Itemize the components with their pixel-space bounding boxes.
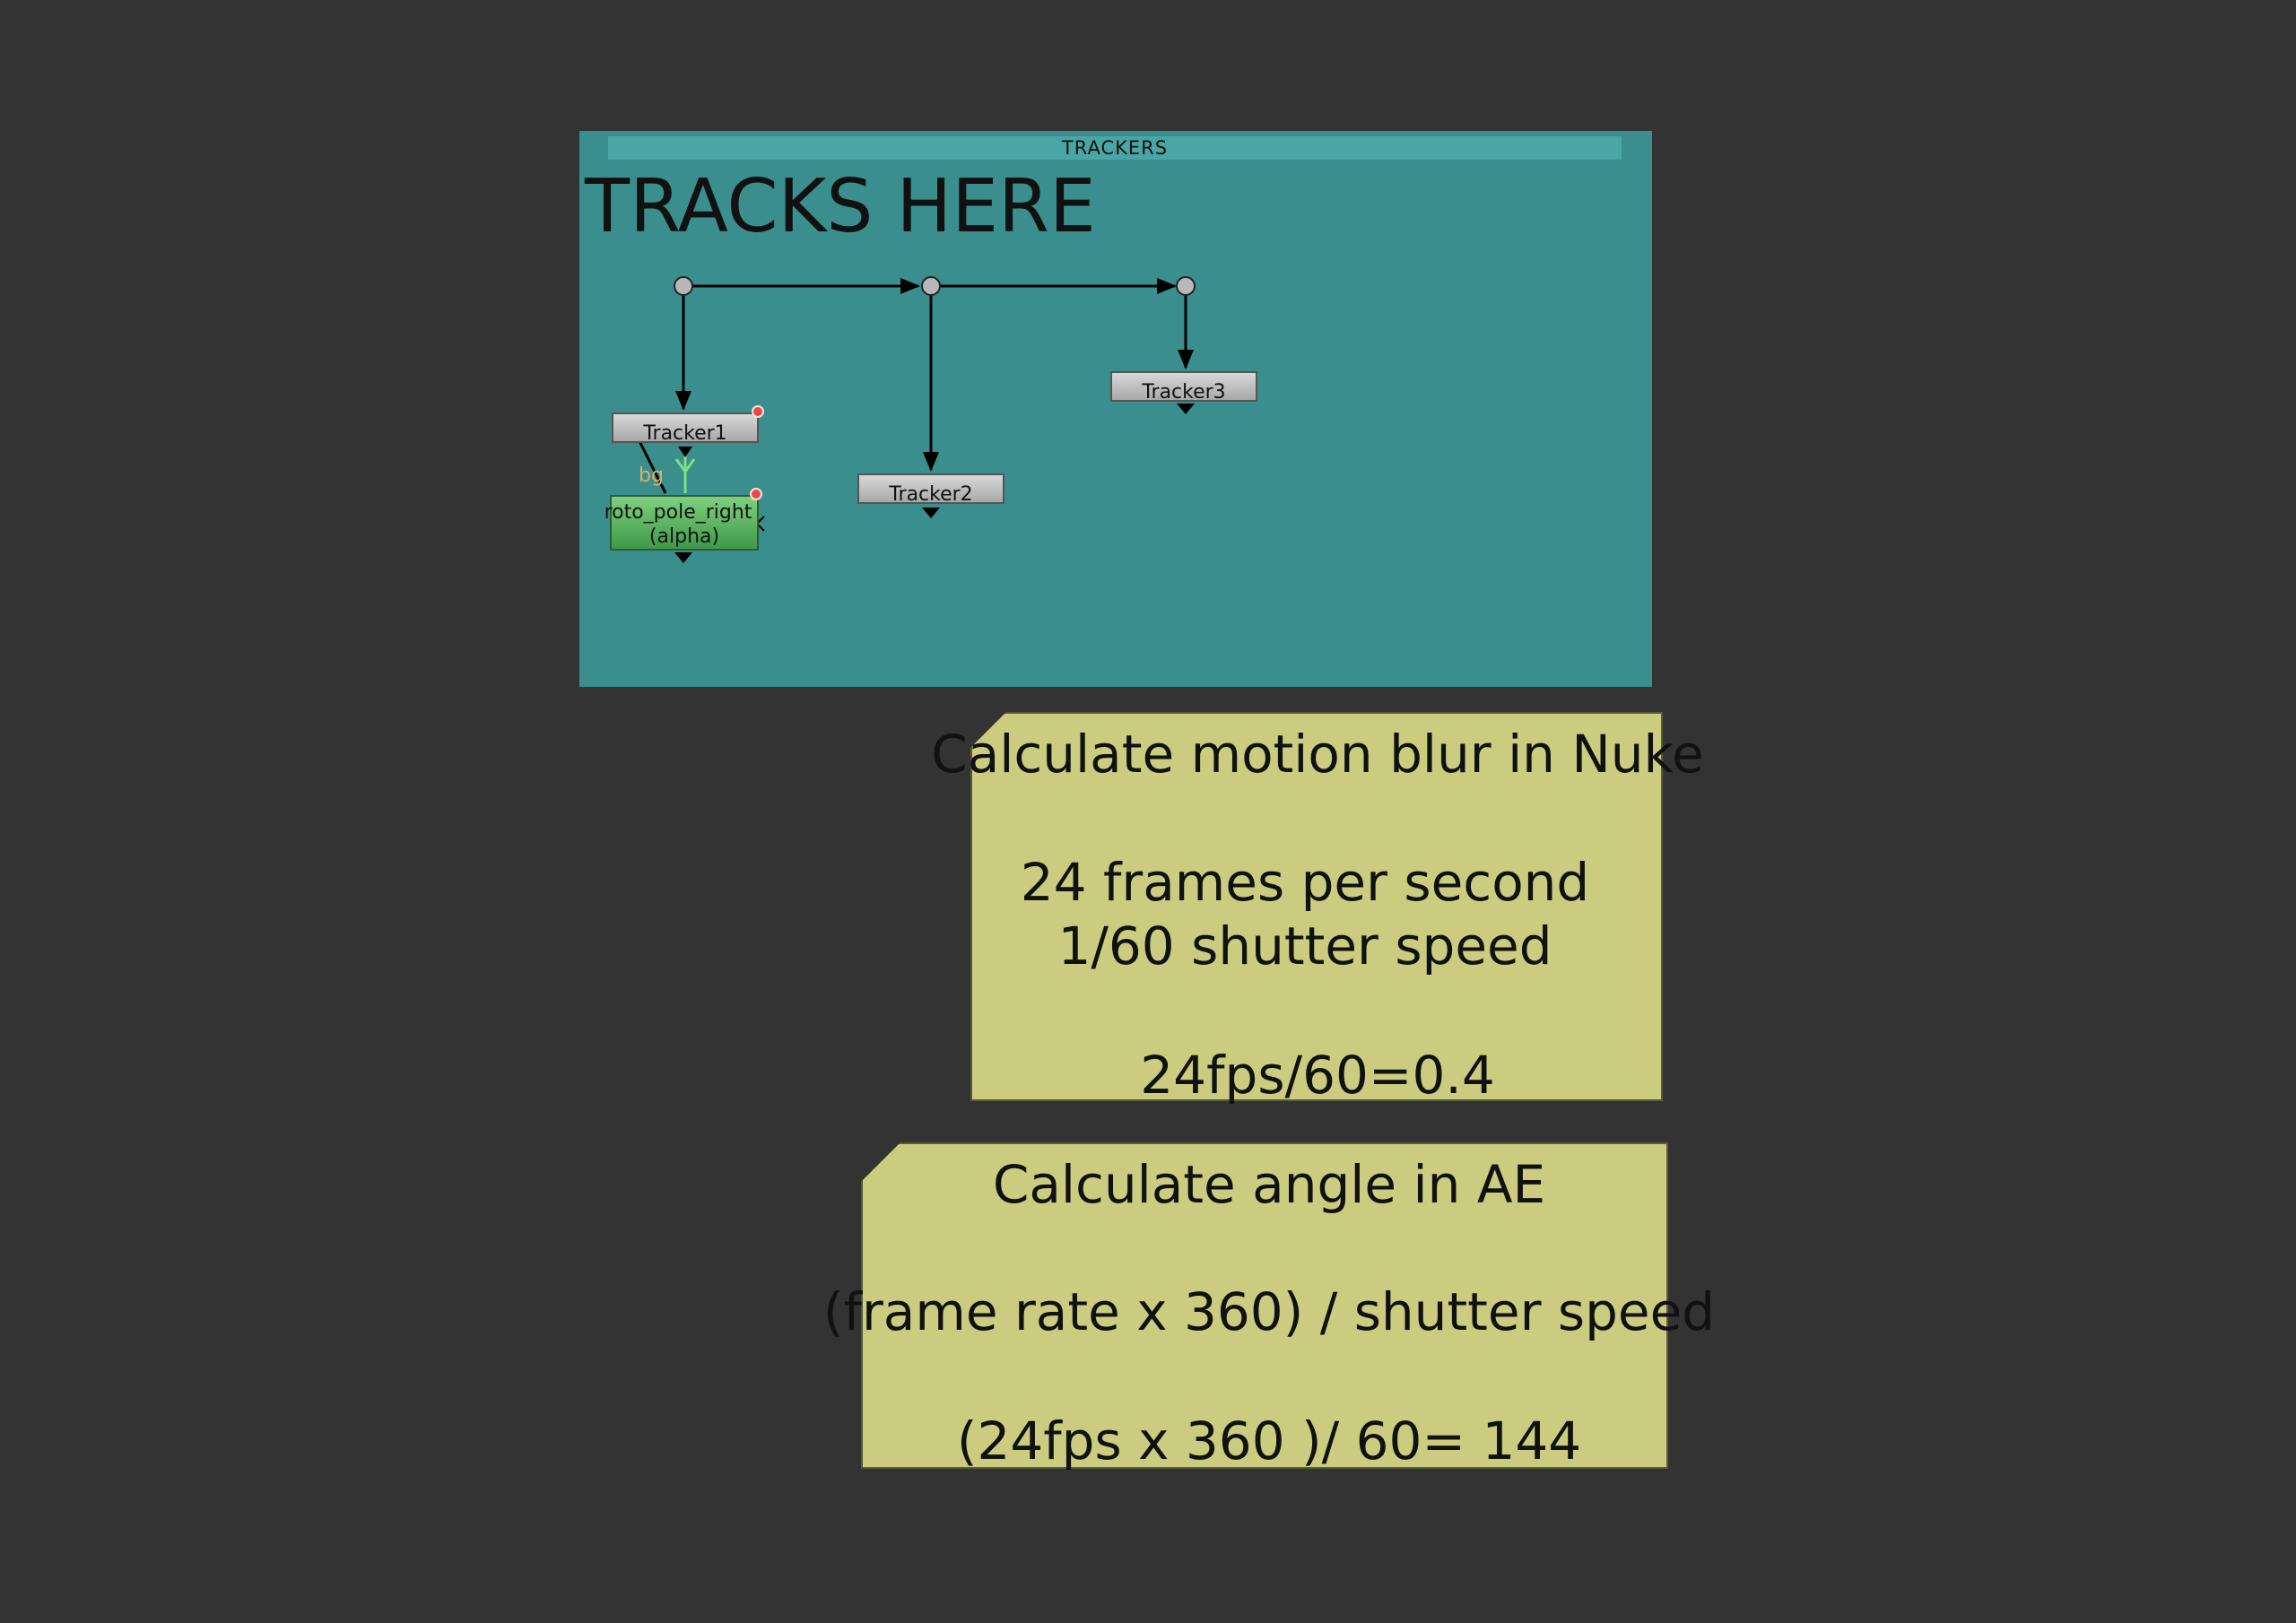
motion-blur-line3: 24fps/60=0.4 <box>1140 1045 1495 1106</box>
angle-title: Calculate angle in AE <box>992 1154 1546 1215</box>
roto-badge <box>750 488 762 500</box>
tracker3-label: Tracker3 <box>1142 381 1226 404</box>
tracker3-node[interactable]: Tracker3 <box>1110 371 1257 404</box>
tracker2-node[interactable]: Tracker2 <box>857 473 1004 506</box>
motion-blur-line1: 24 frames per second <box>1020 852 1590 913</box>
motion-blur-line2: 1/60 shutter speed <box>1057 916 1552 976</box>
bg-input-label: bg <box>639 464 664 487</box>
trackers-backdrop[interactable]: TRACKERS TRACKS HERE <box>579 131 1652 687</box>
angle-line2: (24fps x 360 )/ 60= 144 <box>956 1410 1582 1471</box>
sticky-note-motion-blur[interactable] <box>970 712 1663 1101</box>
tracker1-badge <box>752 405 764 418</box>
sticky-fold-corner <box>970 712 1006 748</box>
sticky-fold-corner-2 <box>861 1142 900 1182</box>
tracker1-node[interactable]: Tracker1 <box>612 405 764 445</box>
backdrop-title: TRACKERS <box>608 136 1622 160</box>
sticky-note-angle[interactable] <box>861 1142 1668 1469</box>
angle-line1: (frame rate x 360) / shutter speed <box>822 1281 1716 1342</box>
backdrop-label: TRACKS HERE <box>585 164 1096 249</box>
roto-node[interactable]: roto_pole_right (alpha) <box>604 488 762 551</box>
tracker1-label: Tracker1 <box>643 422 727 445</box>
tracker2-label: Tracker2 <box>889 483 973 506</box>
motion-blur-title: Calculate motion blur in Nuke <box>931 724 1704 785</box>
roto-label-line1: roto_pole_right <box>604 501 752 524</box>
roto-label-line2: (alpha) <box>648 525 720 548</box>
